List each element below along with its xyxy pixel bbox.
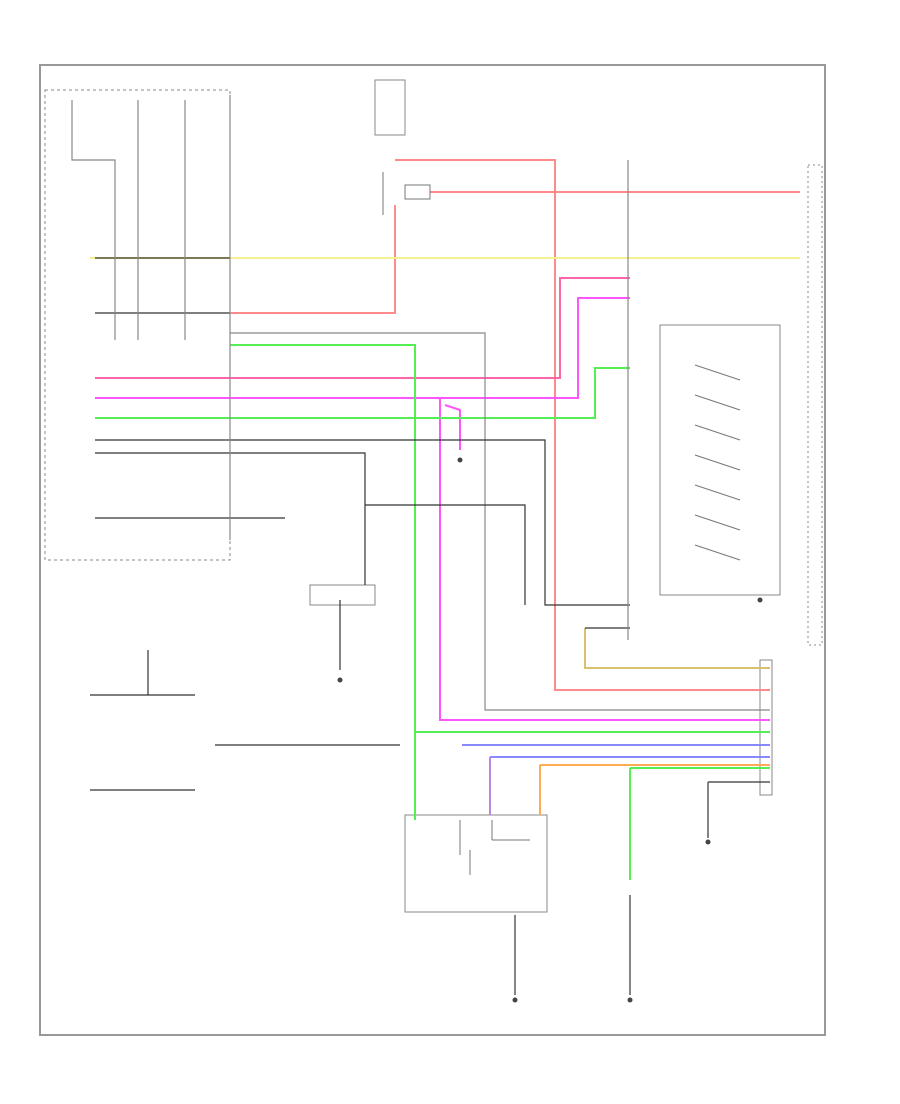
bottom-module [404,814,548,913]
connector-box-mid [309,584,376,606]
wire-black-3 [365,504,526,605]
ground-icon [705,839,711,845]
wire-black-2 [95,452,366,585]
ground-icon [457,457,463,463]
wire-magenta-splice [444,404,461,450]
switch-contact [694,364,741,561]
top-relay-box [374,79,406,136]
wire-magenta-2 [439,398,770,721]
right-edge-frame [807,164,823,646]
wire-red-top [395,159,770,691]
ground-icon [337,677,343,683]
wire-green-2 [230,344,416,820]
wire-green-1 [95,367,630,419]
ground-icon [757,597,763,603]
wire-red-left [230,205,396,314]
wire-gray-1 [230,332,770,711]
ground-symbols [337,457,763,1003]
fuse-symbol [382,172,431,215]
bottom-module-contacts [459,820,530,875]
right-connector-strip [759,659,773,796]
component-boxes [39,64,826,1036]
wire-gray-vert-1 [71,100,116,340]
wire-magenta-1 [95,297,630,399]
wire-pink-1 [95,277,630,379]
right-switch-frame [659,324,781,596]
ground-icon [512,997,518,1003]
wires [71,95,800,995]
switch-contacts [382,172,741,875]
ground-icon [627,997,633,1003]
wire-tan-1 [584,628,770,669]
wire-black-1 [95,439,630,606]
main-frame [39,64,826,1036]
